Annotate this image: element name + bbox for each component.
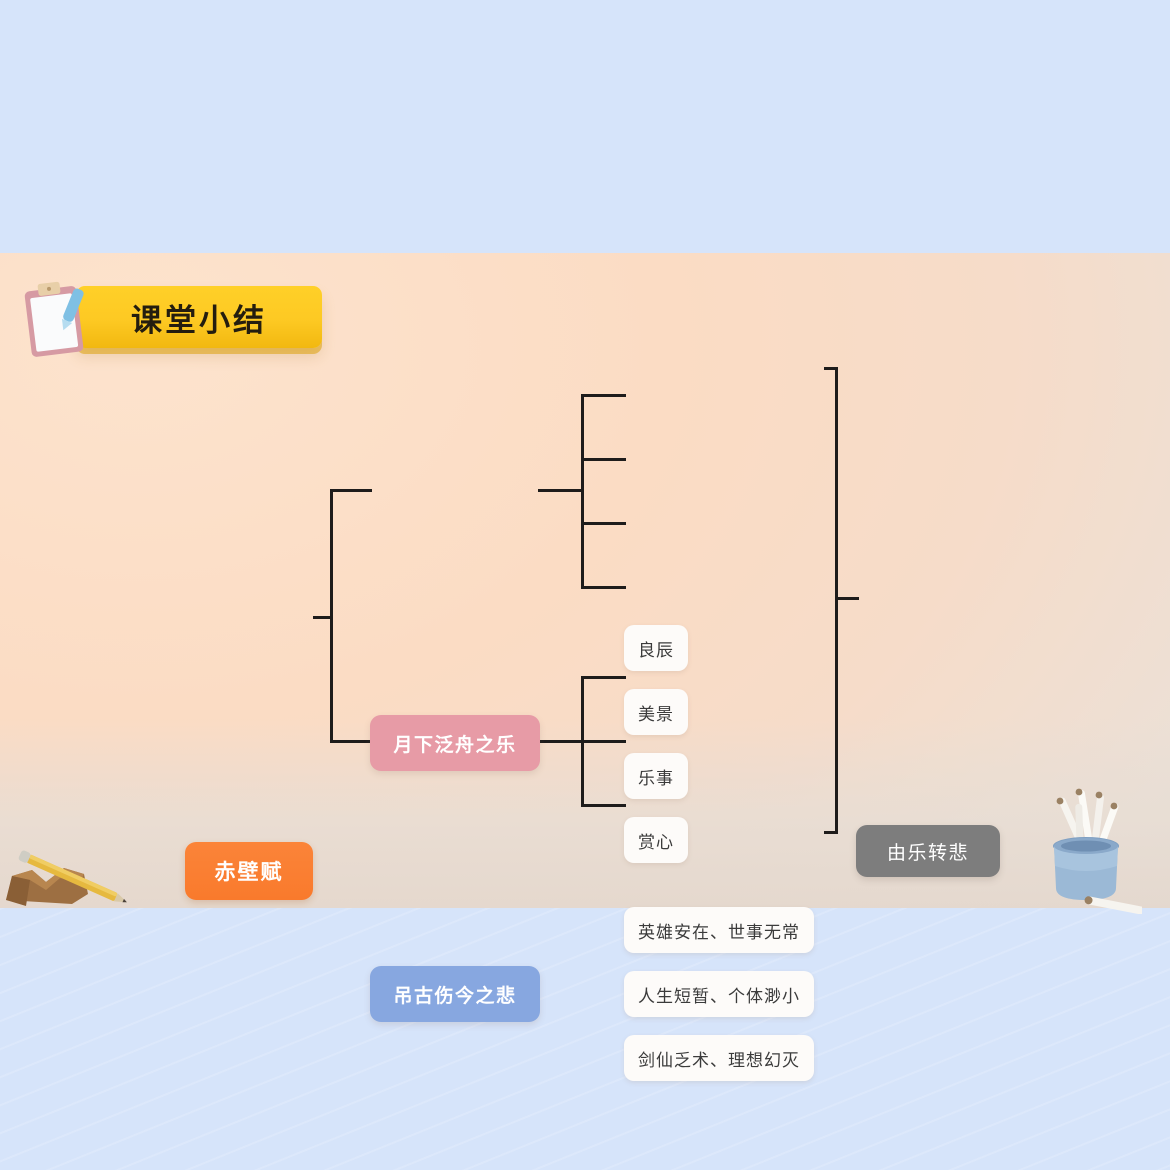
clipboard-icon [20,280,96,362]
wood-block-pencil-icon [2,848,138,920]
mindmap-leaf-6[interactable]: 人生短暂、个体渺小 [624,971,814,1017]
mindmap-node-summary-label: 由乐转悲 [886,841,969,864]
connector-root-stub [313,616,333,619]
mindmap-node-branch-joy[interactable]: 月下泛舟之乐 [370,715,540,771]
connector-summary-bracket [835,367,838,834]
connector-pink-spine [581,394,584,586]
connector-leaf-3 [581,522,626,525]
mindmap-leaf-4-label: 赏心 [638,832,674,853]
connector-to-summary [835,597,859,600]
connector-blue-stub [538,740,584,743]
mindmap-leaf-5[interactable]: 英雄安在、世事无常 [624,907,814,953]
connector-leaf-4 [581,586,626,589]
connector-bracket-bottom-hook [824,831,838,834]
mindmap-node-branch-sorrow-label: 吊古伤今之悲 [393,984,517,1007]
mindmap-leaf-5-label: 英雄安在、世事无常 [638,922,800,943]
mindmap-leaf-1[interactable]: 良辰 [624,625,688,671]
mindmap-node-root-label: 赤壁赋 [214,860,284,884]
mindmap-leaf-2-label: 美景 [638,704,674,725]
mindmap-node-root[interactable]: 赤壁赋 [185,842,313,900]
mindmap-leaf-3-label: 乐事 [638,768,674,789]
connector-root-spine [330,489,333,742]
connector-leaf-2 [581,458,626,461]
connector-leaf-5 [581,676,626,679]
page-title: 课堂小结 [131,302,267,339]
mindmap: 赤壁赋 月下泛舟之乐 吊古伤今之悲 良辰 美景 乐事 赏心 英雄安在、世事无常 … [0,253,1170,1081]
mindmap-leaf-7-label: 剑仙乏术、理想幻灭 [638,1050,800,1071]
mindmap-node-branch-sorrow[interactable]: 吊古伤今之悲 [370,966,540,1022]
mindmap-leaf-7[interactable]: 剑仙乏术、理想幻灭 [624,1035,814,1081]
connector-leaf-7 [581,804,626,807]
mindmap-leaf-1-label: 良辰 [638,640,674,661]
connector-to-blue [330,740,372,743]
mindmap-leaf-4[interactable]: 赏心 [624,817,688,863]
connector-bracket-top-hook [824,367,838,370]
mindmap-leaf-3[interactable]: 乐事 [624,753,688,799]
mindmap-leaf-6-label: 人生短暂、个体渺小 [638,986,800,1007]
connector-leaf-1 [581,394,626,397]
mindmap-node-summary[interactable]: 由乐转悲 [856,825,1000,877]
letterbox-top [0,0,1170,253]
mindmap-node-branch-joy-label: 月下泛舟之乐 [393,733,517,756]
title-badge: 课堂小结 [76,286,322,348]
letterbox-bottom [0,908,1170,1170]
connector-to-pink [330,489,372,492]
mindmap-leaf-2[interactable]: 美景 [624,689,688,735]
connector-leaf-6 [581,740,626,743]
pencil-cup-icon [1030,784,1148,915]
connector-pink-stub [538,489,584,492]
slide-canvas [0,253,1170,908]
